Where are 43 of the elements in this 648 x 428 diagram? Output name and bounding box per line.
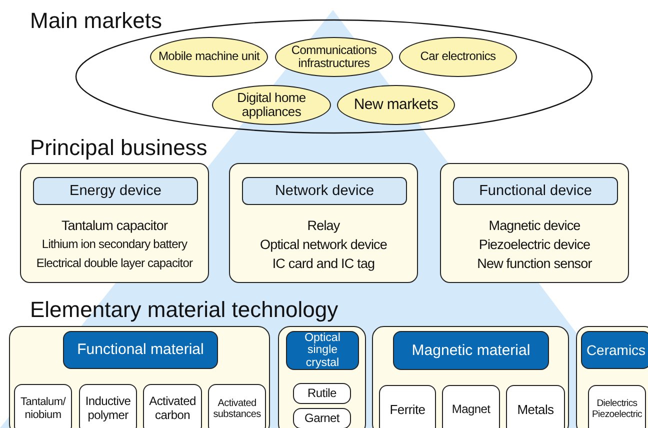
material-panel — [576, 326, 648, 428]
material-item: Rutile — [293, 383, 351, 404]
material-name: Dielectrics — [596, 399, 638, 410]
market-bubble: Communications infrastructures — [275, 37, 393, 77]
category-header: Network device — [242, 177, 407, 205]
product-name: Tantalum capacitor — [60, 217, 169, 235]
material-item: Metals — [506, 385, 565, 428]
market-bubble: New markets — [337, 85, 455, 125]
material-name: Piezoelectric — [592, 410, 642, 421]
product-name: New function sensor — [476, 255, 593, 273]
market-bubble: Car electronics — [399, 37, 517, 77]
business-card — [20, 163, 209, 283]
material-header: Ceramics — [581, 331, 648, 369]
product-name: Optical network device — [258, 236, 388, 254]
business-card — [440, 163, 629, 283]
product-name: IC card and IC tag — [271, 255, 376, 273]
business-card — [229, 163, 418, 283]
material-panel — [9, 326, 270, 428]
material-header: Optical single crystal — [286, 331, 359, 370]
section-heading: Elementary material technology — [30, 297, 338, 323]
product-name: Magnetic device — [488, 217, 582, 235]
material-item: Inductive polymer — [79, 384, 137, 428]
product-name: Electrical double layer capacitor — [35, 255, 194, 272]
product-name: Lithium ion secondary battery — [40, 236, 188, 253]
material-header: Magnetic material — [393, 331, 549, 370]
material-item: Activated carbon — [143, 384, 202, 428]
material-item: Ferrite — [379, 385, 436, 428]
material-item: Magnet — [442, 385, 500, 428]
material-header: Functional material — [63, 331, 218, 369]
category-header: Functional device — [453, 177, 618, 205]
product-name: Relay — [306, 217, 341, 235]
section-heading: Main markets — [30, 8, 162, 34]
category-header: Energy device — [33, 177, 198, 205]
product-name: Piezoelectric device — [478, 236, 592, 254]
material-item: Activated substances — [208, 384, 266, 428]
material-item: Garnet — [293, 408, 351, 428]
material-panel — [372, 326, 569, 428]
material-item: Tantalum/ niobium — [14, 384, 72, 428]
market-bubble: Digital home appliances — [212, 85, 331, 125]
material-box — [588, 385, 646, 428]
section-heading: Principal business — [30, 135, 208, 161]
material-panel — [278, 326, 366, 428]
market-bubble: Mobile machine unit — [150, 37, 268, 77]
